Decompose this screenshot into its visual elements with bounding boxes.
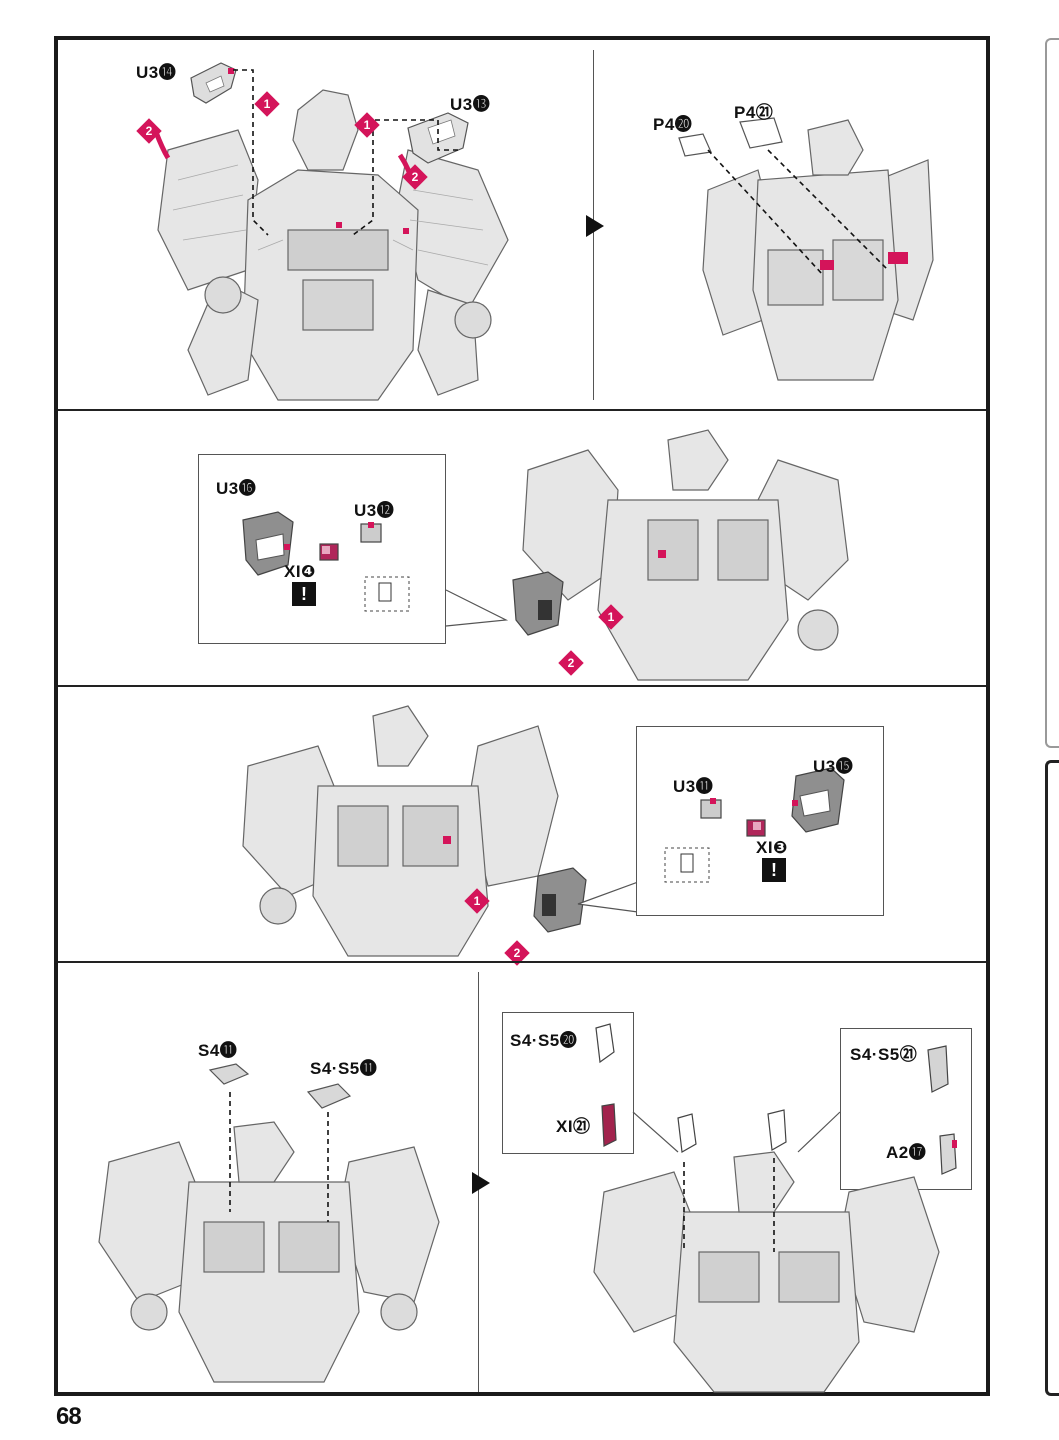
warning-icon: !: [292, 582, 316, 606]
step-divider: [58, 685, 986, 687]
robot-torso-illustration: [157, 89, 509, 401]
part-assembly-u3-15: [533, 867, 587, 933]
part-assembly-u3-16: [512, 571, 564, 636]
part-xi-4: [319, 543, 339, 561]
warning-icon: !: [762, 858, 786, 882]
placement-guides: [229, 1092, 329, 1222]
orientation-hint: [364, 576, 410, 612]
part-u3-14: [190, 62, 237, 104]
label-u3-14: U3⓮: [136, 63, 177, 82]
marker-2: 2: [558, 650, 584, 676]
part-u3-11: [700, 798, 722, 819]
step-divider: [58, 961, 986, 963]
marker-1-left: 1: [254, 91, 280, 117]
label-xi-3: XI❸: [756, 838, 788, 857]
callout-pointer: [577, 881, 639, 913]
marker-2-left: 2: [136, 118, 162, 144]
next-page-edge: [1045, 760, 1059, 1396]
label-u3-15: U3⓯: [813, 757, 854, 776]
robot-upper-body-illustration: [522, 429, 849, 681]
sequence-arrow: [472, 1172, 490, 1194]
callout-pointer: [445, 589, 509, 627]
part-xi-3: [746, 819, 766, 837]
part-xi-21: [601, 1103, 617, 1147]
part-p4-20: [678, 133, 712, 157]
robot-torso-illustration: [98, 1121, 440, 1383]
label-s4-11: S4⓫: [198, 1041, 238, 1060]
part-s4-s5-20: [595, 1023, 615, 1064]
label-p4-20: P4⓴: [653, 115, 693, 134]
label-u3-12: U3⓬: [354, 501, 395, 520]
part-s4-s5-20-placement: [677, 1113, 697, 1153]
step-2: U3⓰ U3⓬ XI❹ !: [58, 410, 986, 686]
step-1: U3⓮ U3⓭ 1 2 1 2: [58, 40, 986, 410]
part-a2-17: [939, 1133, 957, 1175]
part-u3-16: [242, 511, 294, 576]
next-page-edge: [1045, 38, 1059, 748]
marker-1-right: 1: [354, 112, 380, 138]
placement-guides: [707, 149, 889, 276]
label-s4-s5-11: S4·S5⓫: [310, 1059, 378, 1078]
part-u3-12: [360, 522, 382, 543]
step-divider: [58, 409, 986, 411]
label-p4-21: P4㉑: [734, 103, 774, 122]
part-u3-15: [791, 767, 845, 833]
marker-1: 1: [598, 604, 624, 630]
orientation-hint: [664, 847, 710, 883]
label-u3-13: U3⓭: [450, 95, 491, 114]
label-s4-s5-20: S4·S5⓴: [510, 1031, 578, 1050]
instruction-frame: U3⓮ U3⓭ 1 2 1 2: [54, 36, 990, 1396]
assembly-guides: [153, 69, 458, 236]
part-s4-11: [208, 1063, 250, 1085]
step-4: S4⓫ S4·S5⓫ S4·S5⓴ XI㉑ S4·S5㉑ A2⓱: [58, 962, 986, 1396]
part-p4-21: [739, 117, 783, 149]
robot-chest-illustration: [702, 119, 934, 381]
label-u3-16: U3⓰: [216, 479, 257, 498]
label-xi-4: XI❹: [284, 562, 316, 581]
part-s4-s5-21-placement: [767, 1109, 787, 1151]
robot-upper-body-illustration: [242, 705, 559, 957]
part-s4-s5-11: [306, 1083, 352, 1109]
page-number: 68: [56, 1403, 82, 1430]
robot-torso-illustration: [593, 1151, 940, 1393]
label-s4-s5-21: S4·S5㉑: [850, 1045, 918, 1064]
label-a2-17: A2⓱: [886, 1143, 927, 1162]
marker-2-right: 2: [402, 164, 428, 190]
part-s4-s5-21: [927, 1045, 949, 1093]
step-3: 1 2 U3⓫ U3⓯ XI❸ !: [58, 686, 986, 966]
callout-pointers: [632, 1111, 841, 1252]
sequence-arrow: [586, 215, 604, 237]
label-xi-21: XI㉑: [556, 1117, 591, 1136]
marker-1: 1: [464, 888, 490, 914]
label-u3-11: U3⓫: [673, 777, 714, 796]
